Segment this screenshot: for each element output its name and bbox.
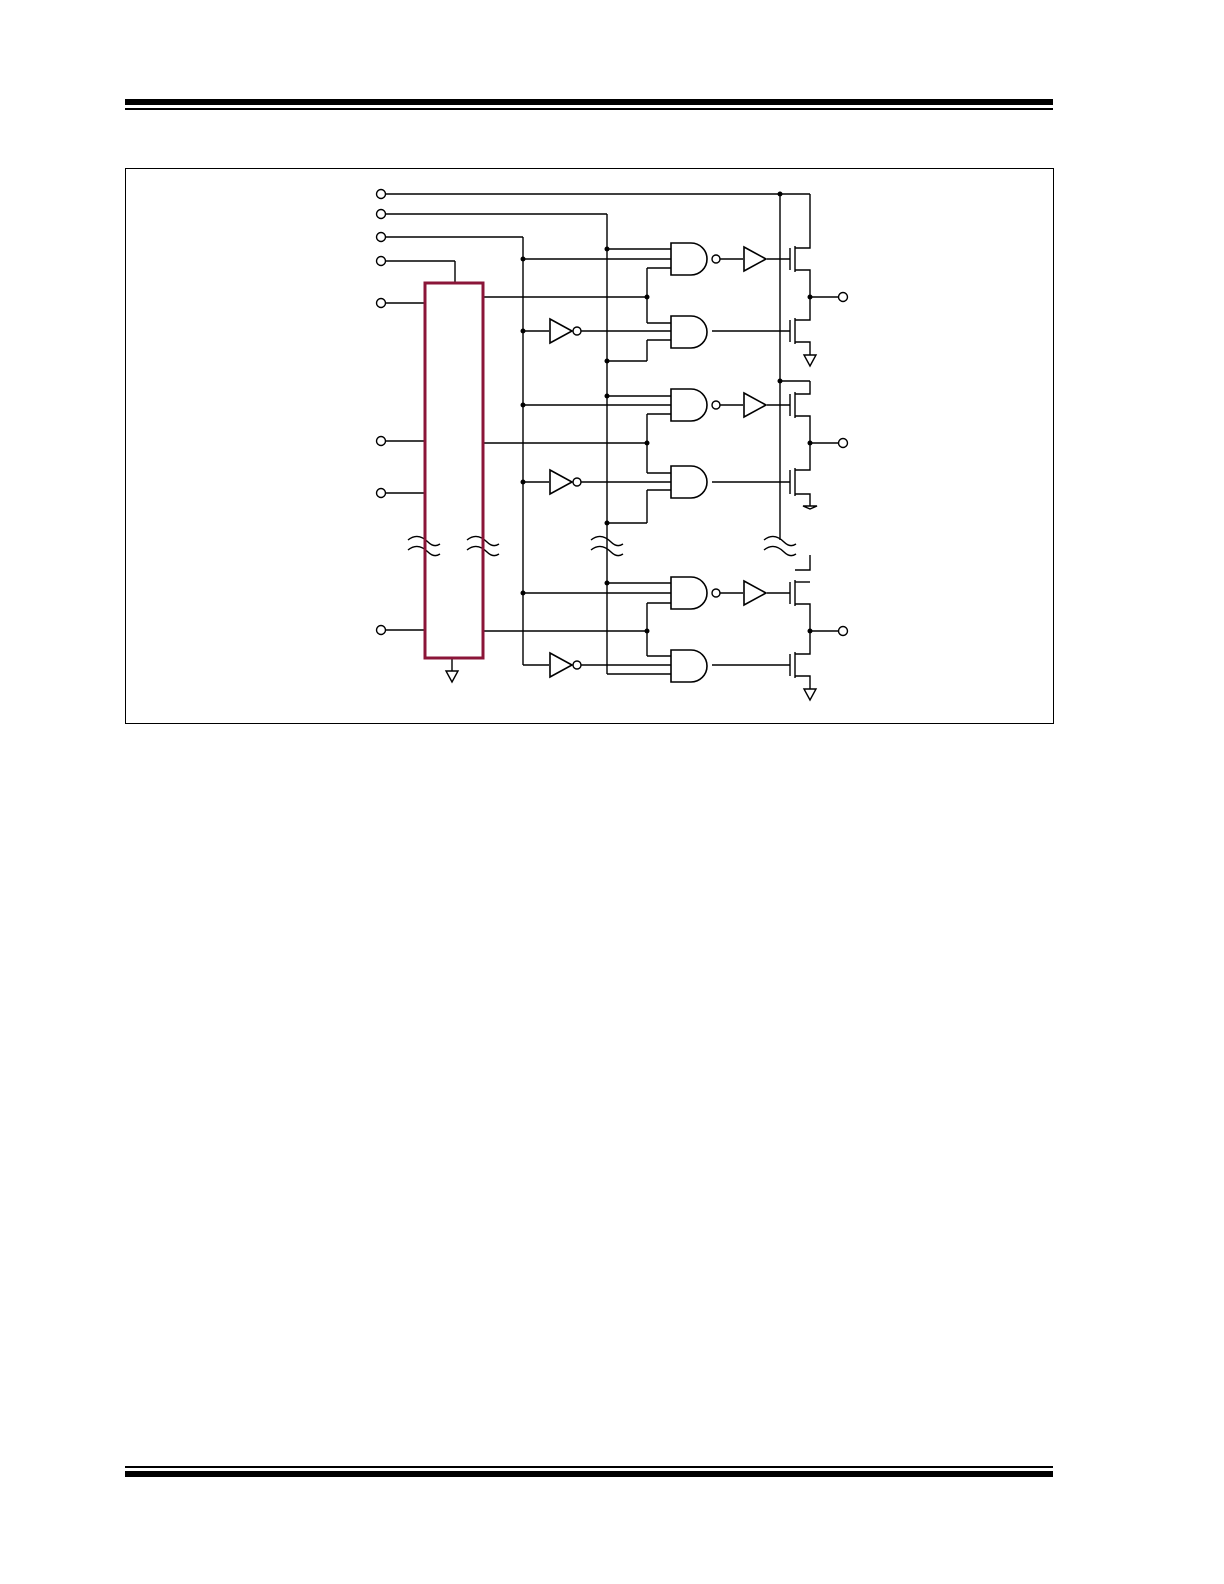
figure-frame <box>125 168 1054 724</box>
ground-icon <box>802 354 818 368</box>
terminal-in-8 <box>375 624 387 636</box>
schematic-svg <box>125 168 1054 724</box>
wires <box>386 193 838 689</box>
footer-rule-thin <box>125 1466 1053 1468</box>
gates <box>549 242 767 683</box>
terminal-in-3 <box>375 231 387 243</box>
schematic-figure <box>125 168 1054 724</box>
ground-icon <box>802 688 818 702</box>
terminals <box>375 188 849 637</box>
break-marks <box>407 535 797 557</box>
ground-icons <box>444 354 818 702</box>
header-rule-thick <box>125 99 1053 105</box>
logic-block <box>423 281 485 660</box>
footer-rule-thick <box>125 1471 1053 1477</box>
terminal-out-2 <box>837 437 849 449</box>
header-rule-thin <box>125 108 1053 110</box>
terminal-out-3 <box>837 625 849 637</box>
terminal-in-1 <box>375 188 387 200</box>
terminal-in-6 <box>375 435 387 447</box>
junction-dots <box>520 191 813 634</box>
terminal-out-1 <box>837 291 849 303</box>
terminal-in-4 <box>375 255 387 267</box>
terminal-in-5 <box>375 297 387 309</box>
terminal-in-7 <box>375 487 387 499</box>
ground-icon <box>802 505 818 510</box>
ground-icon <box>444 670 460 684</box>
terminal-in-2 <box>375 208 387 220</box>
